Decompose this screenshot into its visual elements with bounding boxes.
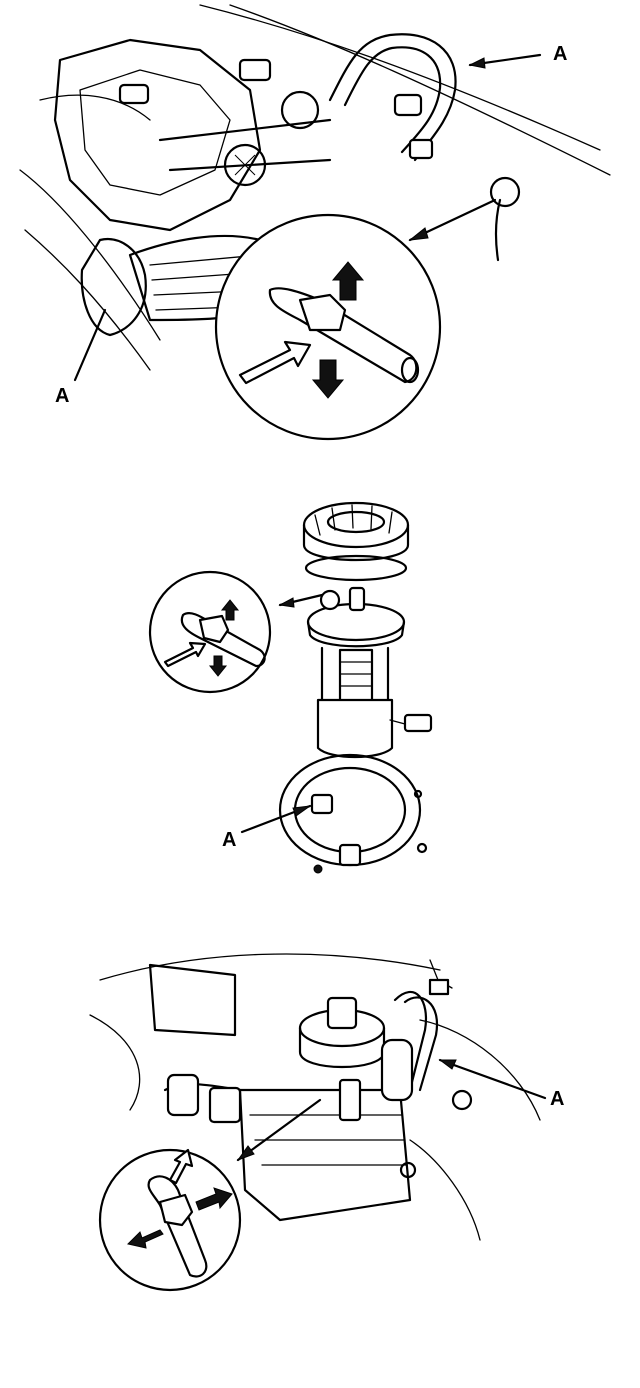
arrow-push-icon <box>238 340 312 385</box>
pipe-end <box>400 356 420 384</box>
arrow-push-icon <box>168 1148 194 1185</box>
arrow-left-icon <box>127 1229 164 1249</box>
leader-arrowhead <box>292 805 311 817</box>
panel-line <box>39 94 151 121</box>
quick-connector <box>280 90 320 130</box>
engine-detail <box>79 69 231 196</box>
canister-body <box>238 1088 412 1222</box>
hose-clamp <box>238 58 272 82</box>
body-line <box>409 1139 481 1241</box>
canister-area-drawing: A <box>89 953 564 1292</box>
fender-line <box>229 4 611 176</box>
arrow-down-icon <box>311 359 345 399</box>
canister-valve <box>326 996 358 1030</box>
retainer-clip <box>198 614 230 644</box>
arrow-push-icon <box>163 641 207 668</box>
figure-fuel-pump: A <box>0 470 640 910</box>
leader-arrowhead <box>468 57 486 69</box>
hose-clamp <box>118 83 150 105</box>
fuel-filter <box>316 698 394 759</box>
bracket <box>148 963 237 1037</box>
pump-motor-ribs <box>339 661 373 687</box>
panel-line <box>19 169 161 341</box>
pump-connector <box>403 713 433 733</box>
bolt <box>416 842 428 854</box>
vent-fitting <box>428 978 450 996</box>
lock-ring-center <box>326 510 386 534</box>
leader-line <box>236 1098 322 1162</box>
leader-line <box>438 1058 547 1100</box>
connector-post <box>348 586 366 612</box>
leader-arrowhead <box>408 227 429 241</box>
lock-ring <box>302 501 410 549</box>
pump-motor <box>338 648 374 707</box>
retainer-clip <box>298 293 347 332</box>
fender-line <box>199 4 601 151</box>
detail-pipe <box>147 1175 208 1278</box>
canister-ribs <box>249 1114 408 1166</box>
mount-bolt <box>399 1161 417 1179</box>
body-line <box>89 1014 141 1111</box>
mount-bolt <box>451 1089 473 1111</box>
connector-plug <box>489 176 521 208</box>
arrow-down-icon <box>208 655 228 677</box>
detail-pipe <box>268 287 418 384</box>
arrow-up-icon <box>220 599 240 621</box>
body-line <box>419 1019 541 1121</box>
lock-ring-side <box>302 523 410 562</box>
bolt <box>413 789 423 799</box>
bolt <box>313 864 323 874</box>
figure-canister-area: A <box>0 940 640 1388</box>
body-line <box>99 953 441 981</box>
hose-clamp <box>408 138 434 160</box>
o-ring <box>304 554 408 582</box>
leader-line <box>73 308 107 382</box>
lock-ring-teeth <box>314 504 393 536</box>
fuel-line <box>158 118 332 172</box>
label-a-left: A <box>55 385 69 407</box>
retainer-clip <box>158 1193 194 1227</box>
hose-a-coupling <box>380 1038 414 1102</box>
label-a-right: A <box>550 1088 564 1110</box>
flange-side <box>306 620 406 648</box>
tank-nipple <box>338 843 362 867</box>
engine-bay-drawing: A A <box>19 4 611 441</box>
hose-a-outer <box>403 996 439 1092</box>
arrow-right-icon <box>195 1187 233 1211</box>
canister-port <box>338 1078 362 1122</box>
label-a-top: A <box>553 43 567 65</box>
label-a-left: A <box>222 829 236 851</box>
fuel-hose-a-inner <box>343 46 442 154</box>
detail-pipe <box>180 612 266 668</box>
fuel-outlet <box>319 589 341 611</box>
tank-fitting <box>310 793 334 815</box>
arrow-up-icon <box>331 261 365 301</box>
connector-wire <box>494 198 502 262</box>
fuel-hose-a <box>328 33 457 162</box>
hose-clamp <box>208 1086 242 1124</box>
engine-mount <box>80 237 147 337</box>
engine-block <box>53 38 262 232</box>
leader-arrowhead <box>236 1145 255 1162</box>
hose-clamp <box>393 93 423 117</box>
fuel-pump-drawing: A <box>148 501 433 874</box>
hose-clamp <box>166 1073 200 1117</box>
figure-engine-bay: A A <box>0 0 640 470</box>
leader-arrowhead <box>278 597 295 608</box>
leader-arrowhead <box>438 1059 457 1070</box>
